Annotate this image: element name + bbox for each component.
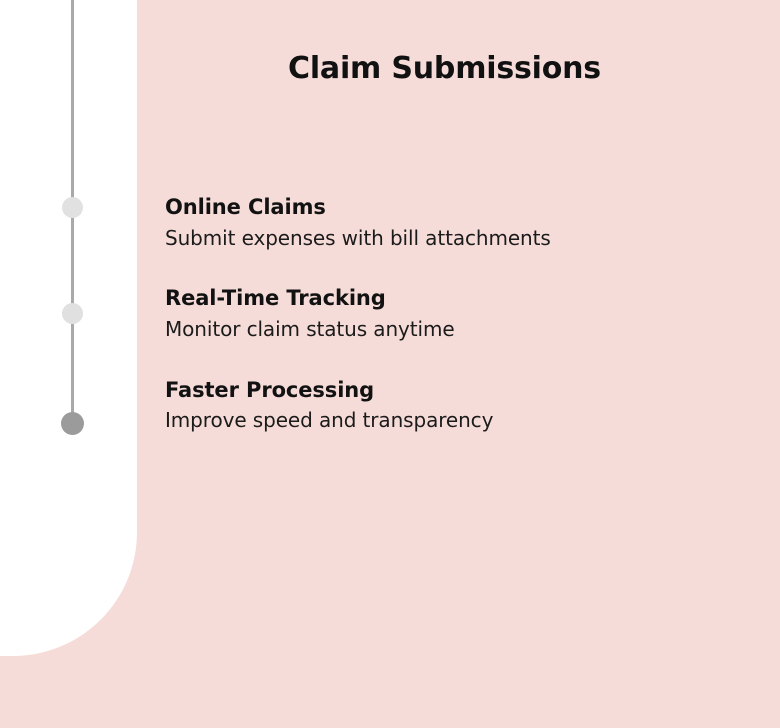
- list-item: Online Claims Submit expenses with bill …: [165, 194, 765, 252]
- timeline-dot-1: [62, 197, 83, 218]
- page-title: Claim Submissions: [288, 51, 601, 86]
- timeline-dot-2: [62, 303, 83, 324]
- list-item: Real-Time Tracking Monitor claim status …: [165, 285, 765, 343]
- list-item-description: Submit expenses with bill attachments: [165, 225, 551, 250]
- content-area: Claim Submissions Online Claims Submit e…: [137, 0, 780, 728]
- white-side-panel: [0, 0, 137, 656]
- list-item-description: Monitor claim status anytime: [165, 317, 455, 342]
- timeline-dot-3: [61, 412, 84, 435]
- list-item: Faster Processing Improve speed and tran…: [165, 377, 765, 435]
- feature-list: Online Claims Submit expenses with bill …: [165, 194, 765, 435]
- list-item-title: Faster Processing: [165, 377, 375, 402]
- list-item-title: Online Claims: [165, 195, 326, 219]
- list-item-description: Improve speed and transparency: [165, 408, 494, 433]
- list-item-title: Real-Time Tracking: [165, 286, 386, 311]
